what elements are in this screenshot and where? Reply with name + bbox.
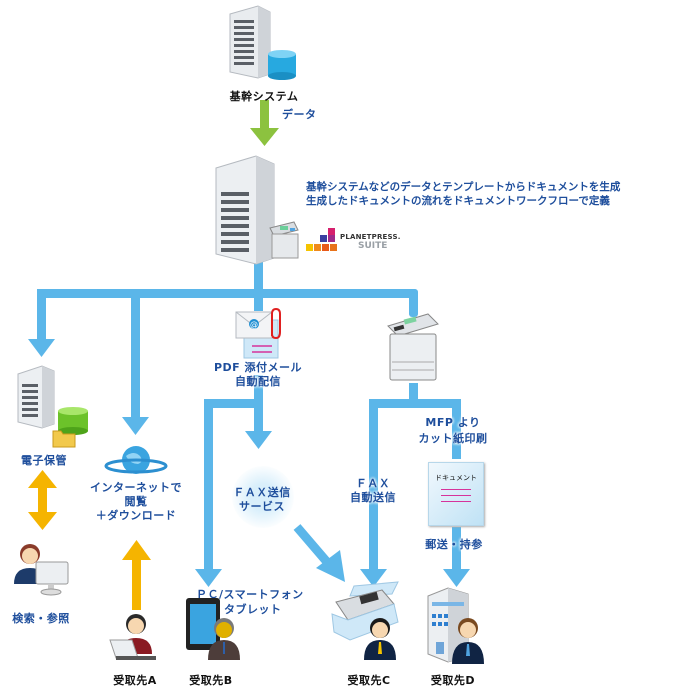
green-database-icon: [56, 406, 90, 436]
pc-label-line1: ＰＣ/スマートフォン: [196, 588, 304, 601]
planetpress-logo-line2: SUITE: [358, 241, 388, 251]
database-icon: [266, 48, 298, 80]
planetpress-logo-line1: PLANETPRESS.: [340, 233, 401, 241]
mfp-printer-icon: [384, 312, 440, 384]
fax-auto-label-line1: ＦＡＸ: [355, 477, 391, 490]
document-line: [441, 495, 471, 496]
fax-service-label-line2: サービス: [239, 500, 285, 513]
archive-server-icon: [16, 364, 56, 430]
pdf-mail-label-line2: 自動配信: [235, 375, 281, 388]
document-icon: ドキュメント: [428, 462, 484, 526]
main-distribution-lines: [28, 262, 418, 435]
internet-label-line3: ＋ダウンロード: [95, 509, 177, 522]
pdf-mail-icon: @: [234, 307, 286, 360]
recipient-b-tablet-user-icon: [184, 594, 244, 664]
internet-globe-icon: [104, 444, 168, 480]
recipient-a-up-arrow: [122, 540, 151, 610]
server-description-line2: 生成したドキュメントの流れをドキュメントワークフローで定義: [306, 195, 610, 207]
fax-auto-label-line2: 自動送信: [350, 491, 396, 504]
svg-text:@: @: [250, 320, 258, 329]
document-line: [441, 501, 471, 502]
pdf-mail-branch-lines: [195, 375, 272, 587]
recipient-a-user-with-laptop-icon: [108, 612, 160, 662]
core-system-label: 基幹システム: [229, 90, 299, 103]
planetpress-logo: PLANETPRESS. SUITE: [306, 228, 402, 254]
fax-service-bubble: [232, 466, 294, 528]
data-label: データ: [282, 108, 317, 121]
mail-delivery-label: 郵送・持参: [425, 538, 483, 551]
archive-search-double-arrow: [28, 470, 57, 530]
fax-service-label-line1: ＦＡＸ送信: [233, 486, 291, 499]
search-browse-label: 検索・参照: [12, 612, 70, 625]
green-arrow: [250, 100, 279, 146]
document-server-icon: [214, 154, 276, 266]
fax-service-diagonal-arrow: [293, 524, 345, 582]
mfp-small-icon: [268, 218, 300, 260]
recipient-d-building-user-icon: [424, 586, 488, 666]
mfp-branch-lines: [360, 383, 470, 587]
document-title: ドキュメント: [435, 474, 477, 482]
folder-icon: [52, 428, 76, 448]
archive-label: 電子保管: [21, 454, 67, 467]
internet-label-line2: 閲覧: [124, 495, 148, 508]
internet-label-line1: インターネットで: [90, 481, 182, 494]
recipient-c-label: 受取先C: [347, 674, 391, 687]
pc-label-line2: タブレット: [224, 603, 282, 616]
document-line: [441, 489, 471, 490]
recipient-d-label: 受取先D: [430, 674, 476, 687]
recipient-b-label: 受取先B: [189, 674, 233, 687]
recipient-a-label: 受取先A: [113, 674, 157, 687]
mfp-label-line1: MFP より: [425, 416, 481, 429]
pdf-mail-label-line1: PDF 添付メール: [213, 361, 303, 374]
server-description-line1: 基幹システムなどのデータとテンプレートからドキュメントを生成: [306, 181, 621, 193]
search-user-with-monitor-icon: [10, 538, 72, 596]
mfp-label-line2: カット紙印刷: [418, 432, 488, 445]
core-system-server-icon: [228, 4, 272, 80]
recipient-c-fax-user-icon: [330, 580, 400, 666]
